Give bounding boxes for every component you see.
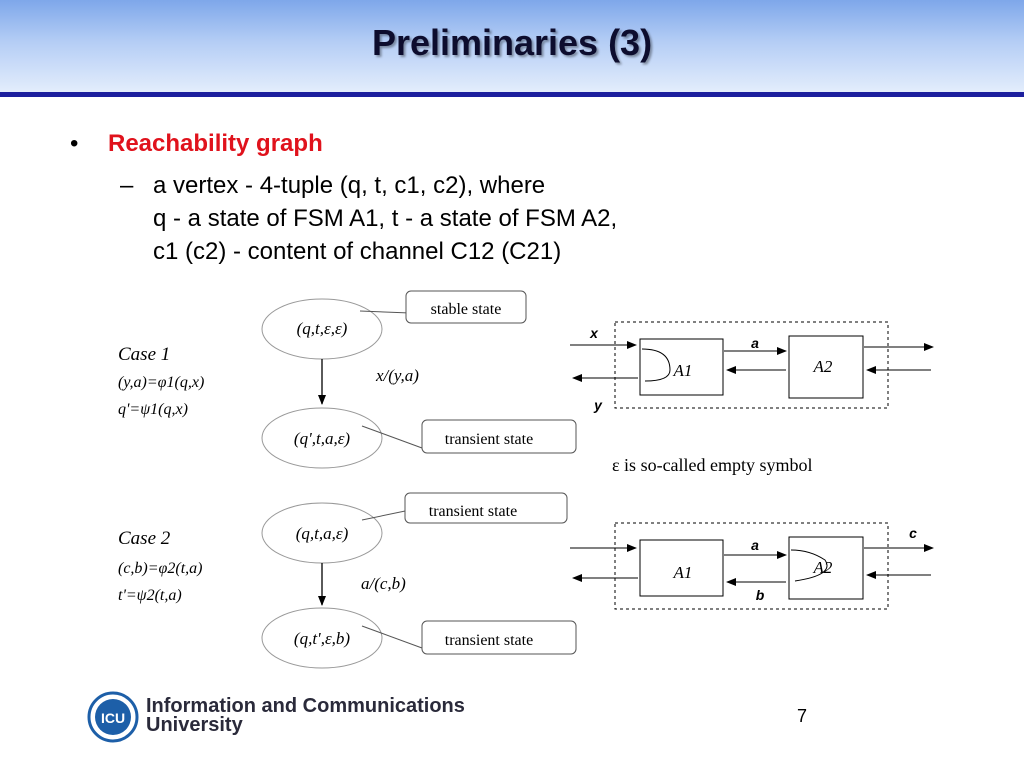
diagram2-boundary (614, 522, 889, 610)
case2-equation-2: t'=ψ2(t,a) (118, 587, 182, 604)
diagram2-a2-label: A2 (813, 558, 833, 577)
case1-node-bottom (261, 407, 383, 469)
case2-callout-bottom-pointer (361, 625, 423, 649)
university-name-line-1: Information and Communications (146, 695, 465, 717)
case1-callout-top (405, 290, 527, 324)
diagram1-y-label: y (593, 397, 603, 413)
case2-equation-1: (c,b)=φ2(t,a) (118, 560, 203, 577)
diagram2-a1-box (639, 539, 724, 597)
icu-logo: ICU (87, 691, 139, 743)
case2-node-bottom-label: (q,t',ε,b) (294, 629, 350, 648)
case2-node-bottom (261, 607, 383, 669)
diagram1-a1-label: A1 (673, 361, 693, 380)
page-number: 7 (797, 706, 808, 726)
diagram2-a2-curve (790, 549, 828, 582)
university-name-line-2: University (146, 714, 243, 736)
case2-node-top-label: (q,t,a,ε) (296, 524, 349, 543)
case1-callout-bottom-pointer (361, 425, 423, 449)
diagram2-b-label: b (756, 587, 765, 603)
diagram2-c-label: c (909, 525, 917, 541)
case1-heading: Case 1 (118, 344, 170, 365)
diagram1-x-label: x (589, 325, 599, 341)
diagram1-a2-label: A2 (813, 357, 833, 376)
sub-dash: – (120, 172, 134, 199)
case2-callout-top-label: transient state (429, 503, 517, 520)
case2-callout-bottom (421, 620, 577, 655)
epsilon-note: ε is so-called empty symbol (612, 455, 813, 475)
case1-node-bottom-label: (q',t,a,ε) (294, 429, 350, 448)
case1-equation-2: q'=ψ1(q,x) (118, 401, 188, 418)
diagram1-boundary (614, 321, 889, 409)
diagram1-a2-box (788, 335, 864, 399)
bullet-icon: • (70, 130, 79, 157)
bullet-heading: Reachability graph (108, 130, 323, 157)
case1-edge-label: x/(y,a) (375, 366, 419, 385)
title-underline (0, 92, 1024, 97)
case2-edge-label: a/(c,b) (361, 574, 406, 593)
university-name: Information and Communications Universit… (146, 695, 465, 736)
sub-line-3: c1 (c2) - content of channel C12 (C21) (153, 238, 562, 265)
case1-callout-bottom-label: transient state (445, 431, 533, 448)
title-bar (0, 0, 1024, 92)
case2-callout-top-pointer (361, 509, 411, 521)
sub-line-2: q - a state of FSM A1, t - a state of FS… (153, 205, 618, 232)
case1-callout-bottom (421, 419, 577, 454)
case2-heading: Case 2 (118, 528, 171, 549)
case2-callout-top (404, 492, 568, 524)
case1-equation-1: (y,a)=φ1(q,x) (118, 374, 204, 391)
diagram1-a1-curve (641, 348, 671, 382)
case2-callout-bottom-label: transient state (445, 632, 533, 649)
case1-node-top-label: (q,t,ε,ε) (297, 319, 348, 338)
case1-callout-top-pointer (359, 310, 411, 314)
slide-title: Preliminaries (3) (371, 22, 653, 63)
diagram2-a-label: a (751, 537, 759, 553)
sub-line-1: a vertex - 4-tuple (q, t, c1, c2), where (153, 172, 546, 199)
diagram1-a-label: a (751, 335, 759, 351)
icu-logo-text: ICU (101, 710, 125, 726)
diagram1-a1-box (639, 338, 724, 396)
diagram2-a1-label: A1 (673, 563, 693, 582)
case1-callout-top-label: stable state (431, 301, 502, 318)
diagram2-a2-box (788, 536, 864, 600)
